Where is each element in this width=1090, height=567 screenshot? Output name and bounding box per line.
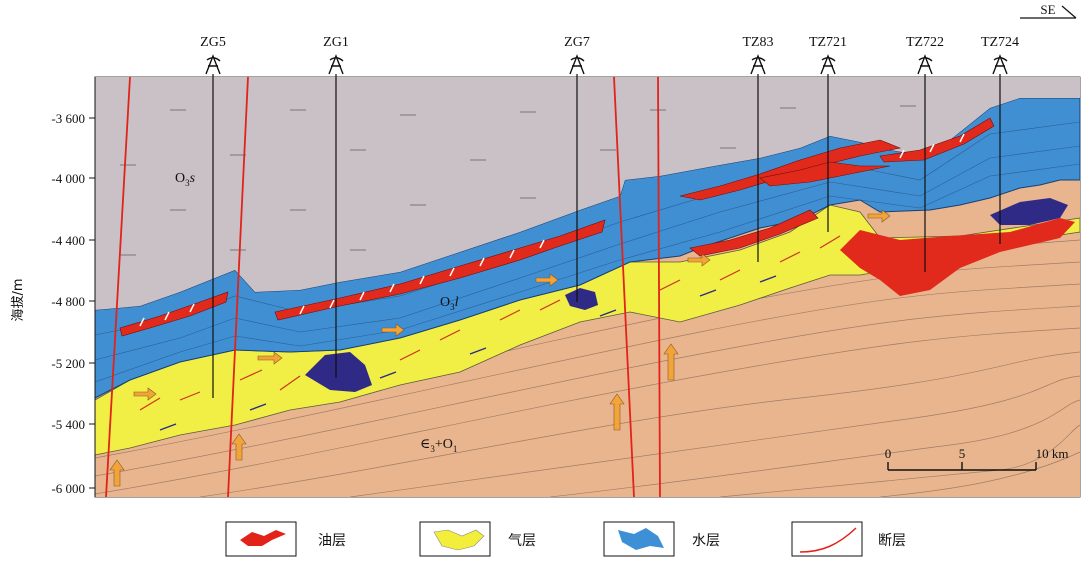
y-tick-label: -5 200 (51, 356, 85, 371)
legend-oil-icon (240, 530, 286, 546)
oil-layer-zg5 (119, 291, 229, 337)
well-tz724: TZ724 (981, 35, 1019, 244)
orientation-marker (1020, 5, 1077, 19)
legend-water-label: 水层 (692, 533, 720, 549)
scale-bar (887, 462, 1037, 471)
legend-gas-label: 气层 (508, 533, 536, 549)
legend-water-swatch (603, 521, 675, 557)
migration-arrows (109, 209, 891, 487)
well-label: ZG5 (200, 35, 226, 50)
well-label: ZG7 (564, 35, 590, 50)
well-zg7: ZG7 (564, 35, 590, 302)
oil-layer-mid-right (689, 209, 819, 257)
fault-1 (105, 76, 131, 498)
formation-label-lower: ∈3+O1 (420, 437, 457, 454)
well-tz722: TZ722 (906, 35, 944, 272)
y-tick-label: -6 000 (51, 481, 85, 496)
water-pocket-tz724 (990, 198, 1068, 225)
well-label: TZ721 (809, 35, 847, 50)
derrick-icon (917, 54, 933, 75)
well-tz83: TZ83 (742, 35, 774, 262)
fault-3 (613, 76, 635, 498)
legend-fault-swatch (791, 521, 863, 557)
orientation-label: SE (1040, 2, 1055, 17)
legend-gas-icon (433, 529, 485, 551)
oil-layer-hatching (139, 133, 965, 327)
gas-zone-water-marks (159, 275, 777, 431)
legend: 油层 气层 水层 断层 (225, 521, 906, 557)
formation-label-middle: O3l (440, 295, 459, 312)
scale-tick-10: 10 km (1036, 446, 1069, 461)
scale-tick-0: 0 (885, 446, 892, 461)
well-label: TZ83 (742, 35, 773, 50)
well-label: TZ722 (906, 35, 944, 50)
derrick-icon (750, 54, 766, 75)
derrick-icon (992, 54, 1008, 75)
legend-water-icon (618, 528, 664, 550)
y-tick-label: -4 800 (51, 294, 85, 309)
legend-oil-label: 油层 (318, 533, 346, 549)
y-tick-label: -4 000 (51, 171, 85, 186)
oil-layers (119, 117, 995, 337)
scale-tick-5: 5 (959, 446, 966, 461)
y-tick-label: -5 400 (51, 417, 85, 432)
formation-label-upper: O3s (175, 171, 196, 188)
faults (105, 76, 661, 498)
upper-unit-dashes (120, 105, 916, 256)
y-axis-title: 海拔/m (11, 278, 26, 321)
well-label: TZ724 (981, 35, 1019, 50)
derrick-icon (328, 54, 344, 75)
gas-zone-fractures (139, 235, 841, 411)
y-axis: -3 600 -4 000 -4 400 -4 800 -5 200 -5 400 -6 0… (51, 77, 96, 497)
oil-layer-upper-right-a (679, 139, 902, 201)
water-pocket-zg1 (305, 352, 372, 392)
well-label: ZG1 (323, 35, 349, 50)
y-tick-label: -3 600 (51, 111, 85, 126)
wells-layer: ZG5 ZG1 ZG7 TZ83 TZ721 TZ722 TZ724 (200, 35, 1019, 398)
oil-layer-zg1-zg7 (274, 219, 606, 321)
water-pocket-zg7 (565, 288, 598, 310)
fault-2 (227, 76, 249, 498)
oil-zone-tz722 (840, 218, 1075, 296)
legend-fault-icon (799, 527, 857, 553)
derrick-icon (569, 54, 585, 75)
legend-fault-label: 断层 (878, 533, 906, 549)
derrick-icon (820, 54, 836, 75)
fault-4 (657, 76, 661, 498)
y-tick-label: -4 400 (51, 233, 85, 248)
well-zg1: ZG1 (323, 35, 349, 378)
upper-unit (95, 77, 1080, 310)
oil-layer-upper-right-b (759, 161, 891, 187)
derrick-icon (205, 54, 221, 75)
well-tz721: TZ721 (809, 35, 847, 232)
well-zg5: ZG5 (200, 35, 226, 398)
